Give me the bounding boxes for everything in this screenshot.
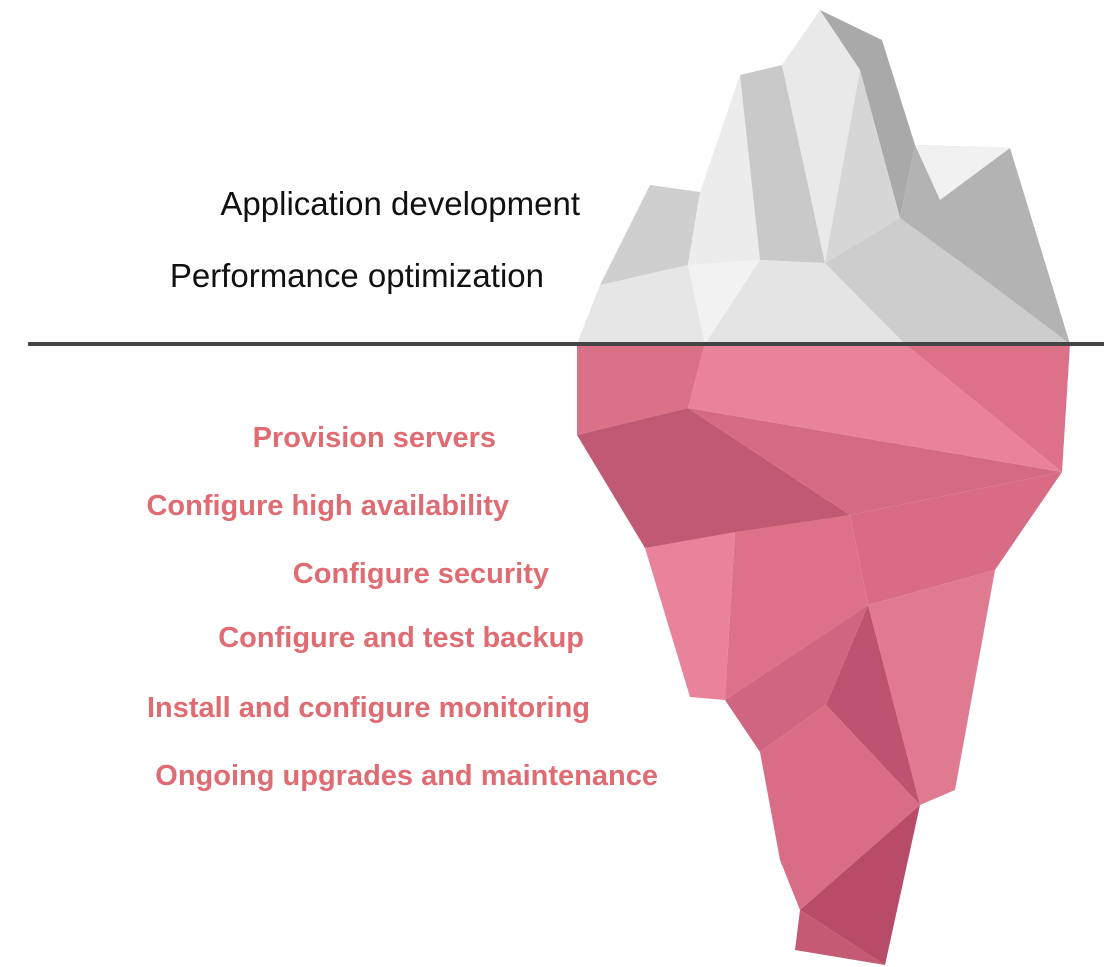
iceberg-tip (577, 10, 1070, 344)
below-item-provision-servers: Provision servers (252, 422, 496, 454)
above-item-performance-optimization: Performance optimization (169, 257, 544, 294)
below-item-configure-high-availability: Configure high availability (146, 490, 509, 522)
below-item-ongoing-upgrades-and-maintenance: Ongoing upgrades and maintenance (155, 760, 658, 792)
above-item-application-development: Application development (220, 185, 580, 222)
below-item-configure-security: Configure security (292, 558, 549, 590)
below-item-install-and-configure-monitoring: Install and configure monitoring (146, 692, 590, 724)
iceberg-submerged (577, 344, 1070, 965)
below-item-configure-and-test-backup: Configure and test backup (218, 622, 584, 654)
